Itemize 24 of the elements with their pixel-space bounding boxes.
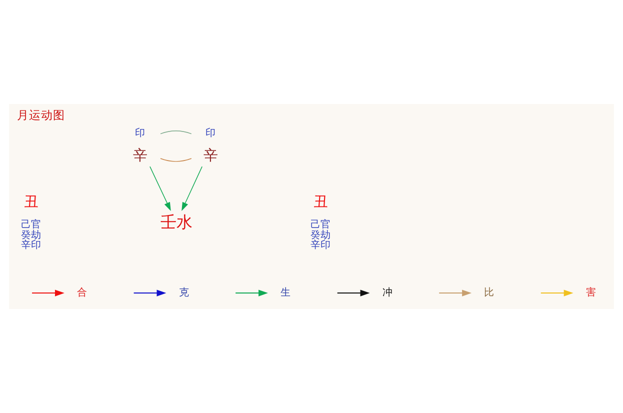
node-label: 辛印 [21,240,42,252]
node-text: 辛 [204,148,219,164]
connector [160,158,192,162]
node-text: 丑 [313,194,328,210]
node-text: 丑 [24,194,39,210]
node-label: 己官 [21,220,42,231]
legend-label: 害 [586,288,596,299]
node-label: 癸劫 [21,230,42,241]
legend-label: 比 [484,288,494,299]
node-label: 辛印 [310,240,330,252]
arrow [150,166,171,212]
legend-label: 生 [280,288,291,299]
node-label: 癸劫 [310,230,330,241]
node-text: 壬水 [160,212,192,232]
node-label: 印 [135,128,146,140]
diagram-title: 月运动图 [17,108,66,122]
connector [160,130,192,134]
legend-label: 冲 [382,288,392,299]
node-label: 己官 [310,220,330,231]
node-label: 印 [206,128,216,140]
legend-label: 合 [77,288,88,299]
arrow [182,166,202,212]
node-text: 辛 [133,148,148,164]
legend-label: 克 [178,288,189,299]
